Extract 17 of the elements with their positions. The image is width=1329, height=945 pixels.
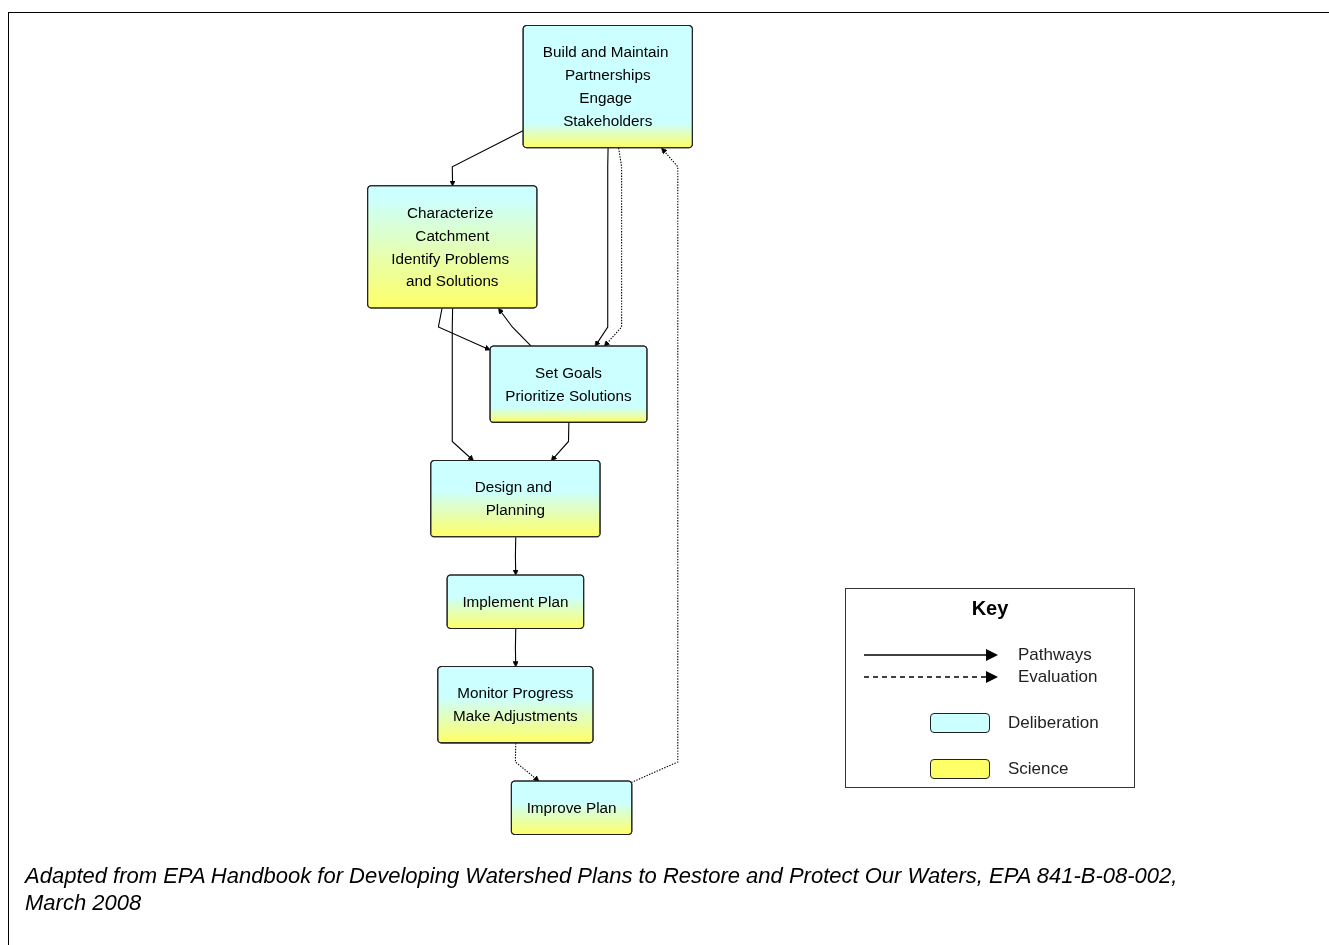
arrow — [550, 422, 570, 462]
legend-label: Evaluation — [1018, 667, 1098, 687]
caption: Adapted from EPA Handbook for Developing Watershed Plans to Restore and Protect Our Waters, EPA 841-B-08-002, March 2008 — [25, 862, 1179, 916]
arrow — [449, 130, 524, 187]
legend-label: Science — [1008, 759, 1069, 779]
arrow — [514, 742, 540, 782]
arrow — [437, 307, 491, 351]
legend-title: Key — [970, 597, 1010, 620]
arrow — [451, 307, 474, 462]
arrow — [512, 628, 519, 668]
arrow — [594, 147, 609, 347]
arrow — [512, 536, 519, 576]
arrow — [630, 147, 679, 784]
arrow — [603, 147, 623, 347]
legend-label: Deliberation — [1008, 713, 1099, 733]
legend-label: Pathways — [1018, 645, 1092, 665]
arrow — [498, 307, 532, 347]
